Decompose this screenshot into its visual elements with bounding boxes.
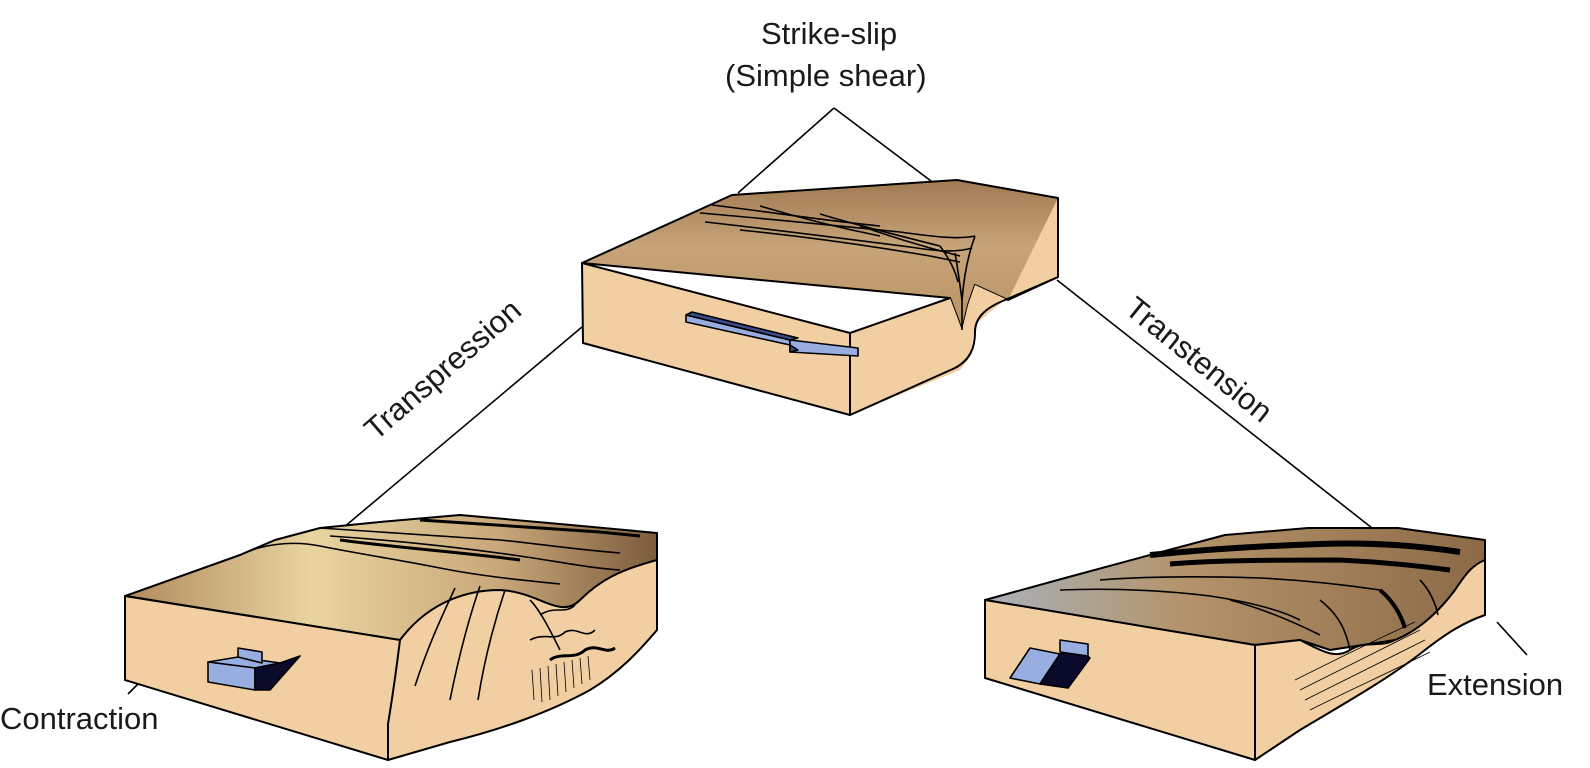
block-strike-slip bbox=[581, 179, 1059, 416]
extension-arrow-icon bbox=[1009, 639, 1091, 689]
contraction-label: Contraction bbox=[0, 701, 159, 736]
block-right-face bbox=[387, 559, 658, 761]
connector-top-right bbox=[833, 107, 944, 191]
block-transpression bbox=[124, 514, 658, 761]
shear-arrow-icon bbox=[685, 311, 859, 357]
block-transtension bbox=[984, 527, 1486, 761]
connector-extension bbox=[1496, 621, 1528, 656]
contraction-arrow-icon bbox=[207, 647, 301, 691]
extension-label: Extension bbox=[1427, 667, 1564, 702]
connector-top-left bbox=[737, 107, 835, 194]
block-right-face bbox=[850, 198, 1058, 415]
connector-lines bbox=[127, 107, 1528, 695]
connector-transpression bbox=[336, 326, 583, 534]
connector-transtension bbox=[1056, 279, 1373, 529]
simple-shear-label: (Simple shear) bbox=[725, 58, 927, 93]
strike-slip-label: Strike-slip bbox=[761, 16, 898, 51]
block-front-face bbox=[581, 262, 851, 416]
